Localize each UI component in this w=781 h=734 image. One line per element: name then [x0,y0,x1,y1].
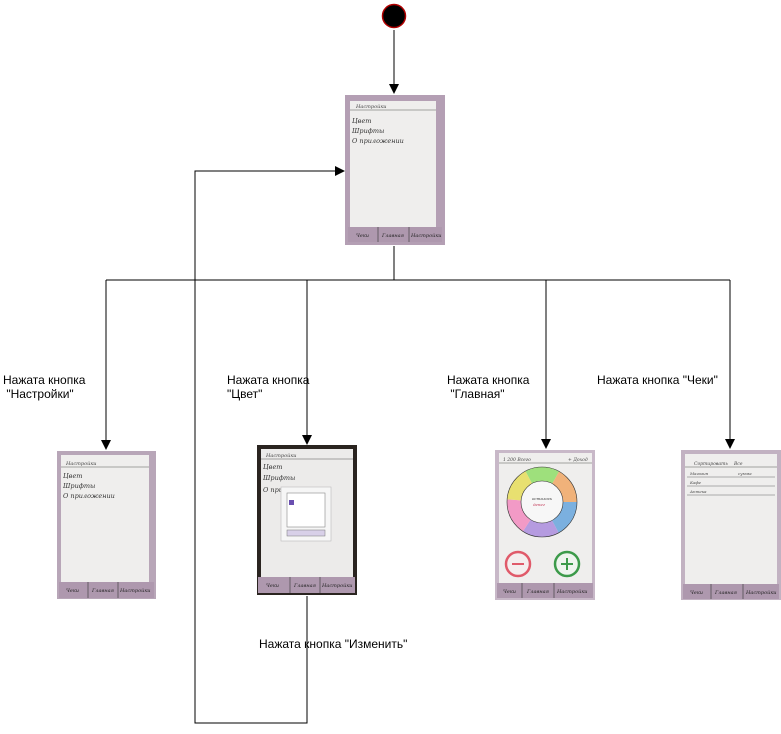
svg-text:Цвет: Цвет [352,117,371,125]
label-edit-transition: Нажата кнопка "Изменить" [259,637,408,651]
svg-text:Кафе: Кафе [689,480,702,485]
settings-screen: Настройки Цвет Шрифты О приложении Чеки … [57,451,156,599]
svg-text:1 200 Всего: 1 200 Всего [503,457,531,463]
svg-text:Настройки: Настройки [119,588,151,594]
minus-button [504,550,532,578]
initial-state-node [381,3,407,29]
svg-text:О прил: О прил [263,486,287,494]
svg-text:Чеки: Чеки [266,583,279,589]
svg-text:Все: Все [733,461,743,467]
svg-text:Настройки: Настройки [355,104,387,110]
svg-text:Главная: Главная [293,583,316,589]
svg-text:денег: денег [533,502,545,507]
label-main-transition: Нажата кнопка "Главная" [447,373,530,401]
svg-text:Настройки: Настройки [65,461,97,467]
arrow-edit-loop [194,166,345,724]
label-color-transition: Нажата кнопка "Цвет" [227,373,310,401]
svg-text:Чеки: Чеки [690,590,703,596]
svg-text:Главная: Главная [381,233,404,239]
svg-text:Цвет: Цвет [63,472,82,480]
svg-text:Настройки: Настройки [556,589,588,595]
svg-text:Главная: Главная [91,588,114,594]
svg-text:осталось: осталось [532,496,552,501]
svg-text:+ Доход: + Доход [568,457,588,463]
label-receipts-transition: Нажата кнопка "Чеки" [597,373,718,387]
svg-text:Чеки: Чеки [503,589,516,595]
svg-text:Настройки: Настройки [265,453,297,459]
svg-text:Шрифты: Шрифты [351,127,384,135]
plus-button [553,550,581,578]
settings-screen-top: Настройки Цвет Шрифты О приложении Чеки … [345,95,445,245]
svg-text:Главная: Главная [526,589,549,595]
svg-text:Магазин: Магазин [689,471,709,476]
svg-text:Главная: Главная [714,590,737,596]
svg-text:сумма: сумма [738,471,752,476]
svg-text:Сортировать: Сортировать [694,461,728,467]
label-settings-transition: Нажата кнопка "Настройки" [3,373,86,401]
svg-text:Настройки: Настройки [321,583,353,589]
svg-text:О приложении: О приложении [63,492,115,500]
color-screen: Настройки Цвет Шрифты О прил Чеки Главна… [257,445,357,595]
svg-text:Чеки: Чеки [66,588,79,594]
svg-text:Шрифты: Шрифты [262,474,295,482]
connectors [101,30,735,724]
receipts-screen: Сортировать Все Магазин сумма Кафе Аптек… [681,450,781,600]
svg-text:Аптека: Аптека [689,489,707,494]
svg-text:Настройки: Настройки [410,233,442,239]
svg-text:Цвет: Цвет [263,463,282,471]
svg-text:О приложении: О приложении [352,137,404,145]
svg-text:Чеки: Чеки [356,233,369,239]
budget-wheel: осталось денег [506,466,578,538]
svg-text:Шрифты: Шрифты [62,482,95,490]
svg-text:Настройки: Настройки [745,590,777,596]
main-screen: 1 200 Всего + Доход осталось денег Чеки [495,450,595,600]
